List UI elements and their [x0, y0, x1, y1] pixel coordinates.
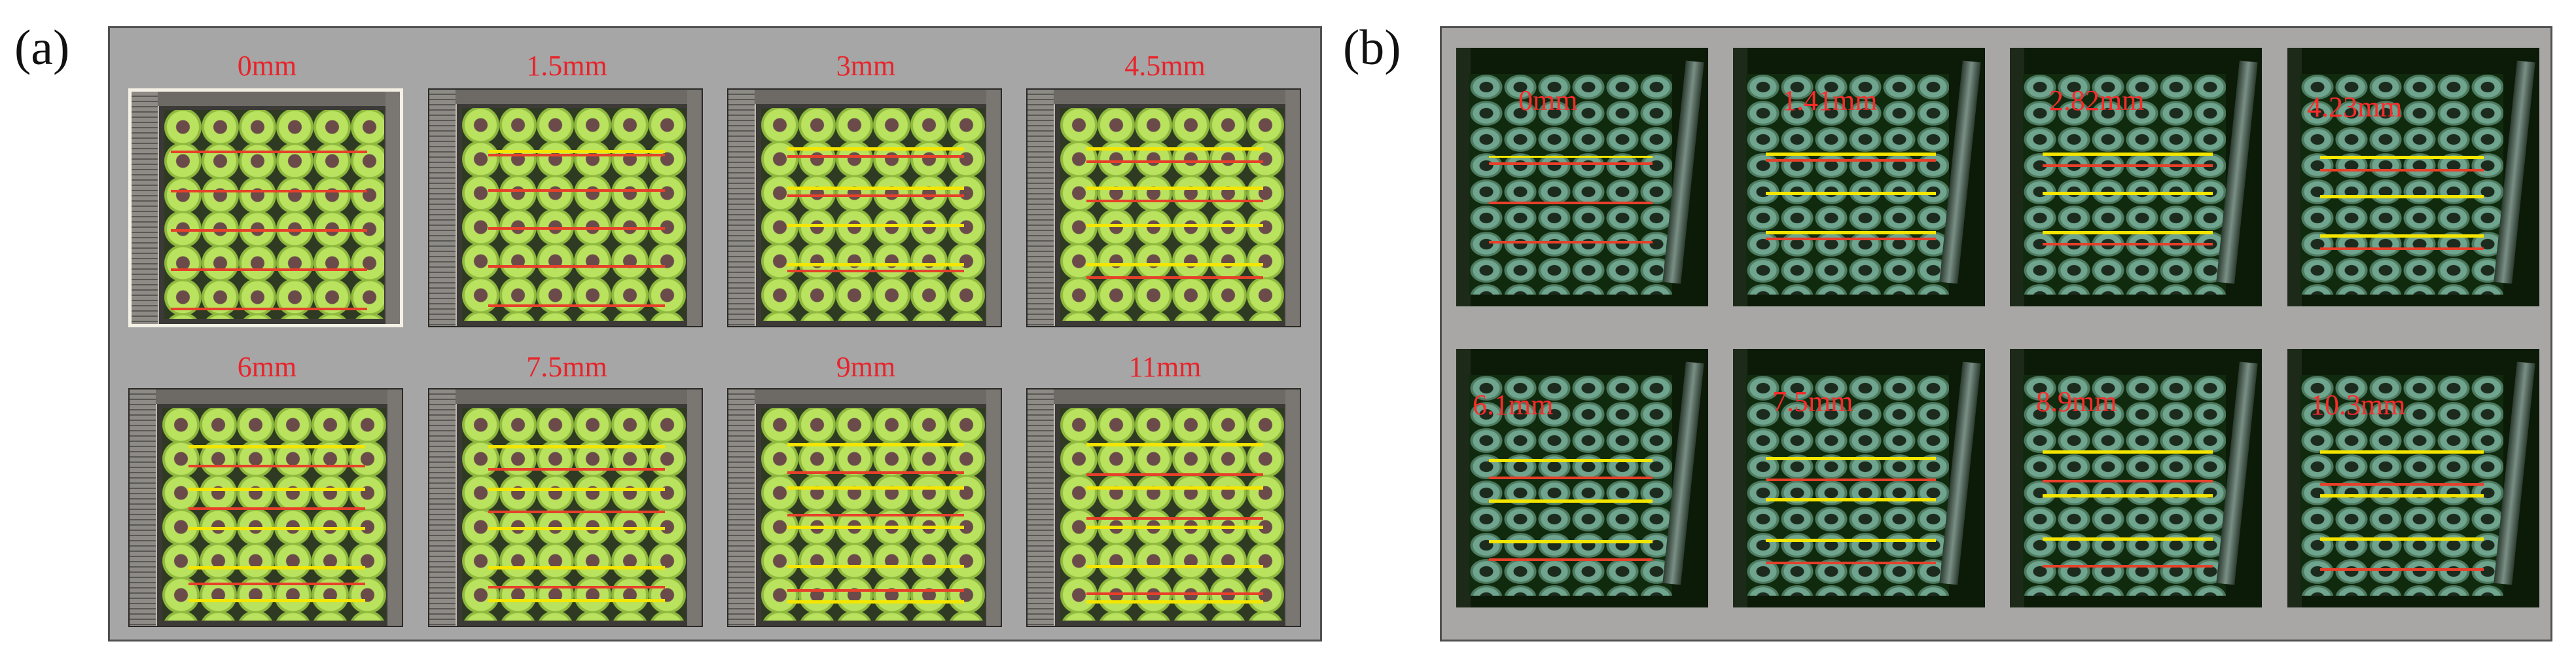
battery-image-a-1 — [428, 88, 703, 327]
panel-a-label-6: 9mm — [836, 351, 896, 383]
panel-b-label-7: 10.3mm — [2310, 389, 2406, 421]
panel-b-label: (b) — [1343, 20, 1401, 75]
panel-a-frame: 0mm 1.5mm 3mm 4.5mm 6mm 7.5mm 9mm 11mm — [108, 26, 1322, 642]
battery-image-b-2: 2.82mm — [2010, 48, 2262, 306]
battery-image-b-1: 1.41mm — [1733, 48, 1985, 306]
panel-a-label-5: 7.5mm — [526, 351, 607, 383]
battery-image-a-5 — [428, 388, 703, 627]
panel-a-label-7: 11mm — [1128, 351, 1202, 383]
battery-image-b-7: 10.3mm — [2287, 349, 2539, 607]
battery-image-b-5: 7.5mm — [1733, 349, 1985, 607]
battery-image-b-6: 8.9mm — [2010, 349, 2262, 607]
battery-image-b-4: 6.1mm — [1456, 349, 1708, 607]
panel-b-label-0: 0mm — [1518, 84, 1578, 117]
battery-image-a-0 — [128, 88, 403, 327]
panel-a-label-4: 6mm — [237, 351, 297, 383]
panel-b-frame: 0mm 1.41mm 2.82mm 4.23mm 6.1mm — [1440, 26, 2552, 642]
panel-b-label-1: 1.41mm — [1782, 84, 1878, 117]
panel-a-label-0: 0mm — [237, 50, 297, 82]
battery-image-a-3 — [1026, 88, 1301, 327]
battery-image-a-6 — [727, 388, 1002, 627]
panel-b-label-4: 6.1mm — [1473, 389, 1554, 421]
battery-image-b-0: 0mm — [1456, 48, 1708, 306]
battery-image-b-3: 4.23mm — [2287, 48, 2539, 306]
panel-a-label: (a) — [14, 20, 70, 75]
battery-image-a-2 — [727, 88, 1002, 327]
panel-b-label-2: 2.82mm — [2049, 84, 2145, 117]
panel-a-label-1: 1.5mm — [526, 50, 607, 82]
panel-b-label-3: 4.23mm — [2307, 91, 2403, 123]
panel-a-label-3: 4.5mm — [1124, 50, 1206, 82]
panel-b-label-6: 8.9mm — [2036, 386, 2117, 418]
panel-a-label-2: 3mm — [836, 50, 896, 82]
battery-image-a-4 — [128, 388, 403, 627]
battery-image-a-7 — [1026, 388, 1301, 627]
panel-b-label-5: 7.5mm — [1772, 386, 1853, 418]
